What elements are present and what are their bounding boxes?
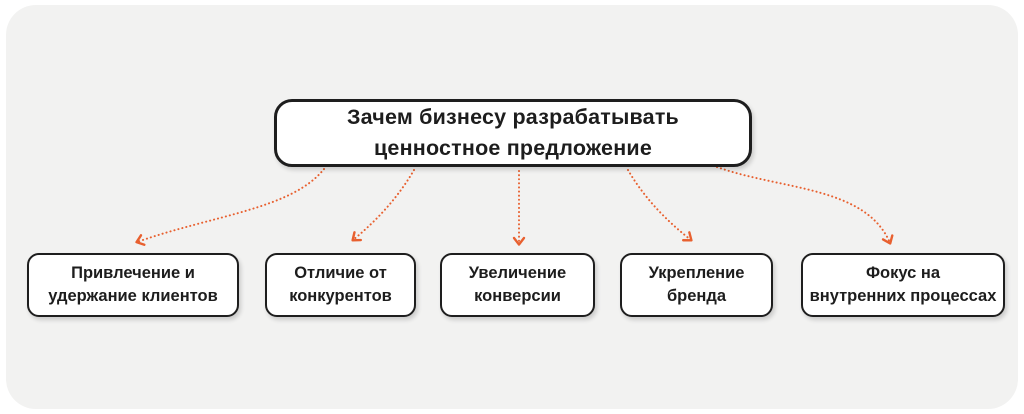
node-attract-retain-clients: Привлечение и удержание клиентов bbox=[27, 253, 239, 317]
node-increase-conversion: Увеличение конверсии bbox=[440, 253, 595, 317]
node-differ-from-competitors: Отличие от конкурентов bbox=[265, 253, 416, 317]
root-node-label-line-2: ценностное предложение bbox=[374, 136, 652, 160]
arrow-icon-to-node-2 bbox=[351, 169, 415, 242]
node-label: Отличие от конкурентов bbox=[289, 264, 392, 305]
node-label: Укрепление бренда bbox=[648, 264, 745, 305]
root-node: Зачем бизнесу разрабатывать ценностное п… bbox=[274, 99, 752, 167]
node-strengthen-brand: Укрепление бренда bbox=[620, 253, 773, 317]
connector-arrows bbox=[135, 166, 894, 246]
diagram-panel: Зачем бизнесу разрабатывать ценностное п… bbox=[6, 5, 1018, 409]
node-label: Фокус на внутренних процессах bbox=[809, 264, 997, 305]
arrow-icon-to-node-5 bbox=[716, 166, 894, 245]
arrow-icon-to-node-4 bbox=[627, 169, 693, 242]
node-label: Увеличение конверсии bbox=[468, 264, 567, 305]
root-node-label-line-1: Зачем бизнесу разрабатывать bbox=[347, 105, 679, 130]
node-focus-internal-processes: Фокус на внутренних процессах bbox=[801, 253, 1005, 317]
node-label: Привлечение и удержание клиентов bbox=[48, 264, 218, 305]
arrow-icon-to-node-1 bbox=[135, 168, 325, 246]
